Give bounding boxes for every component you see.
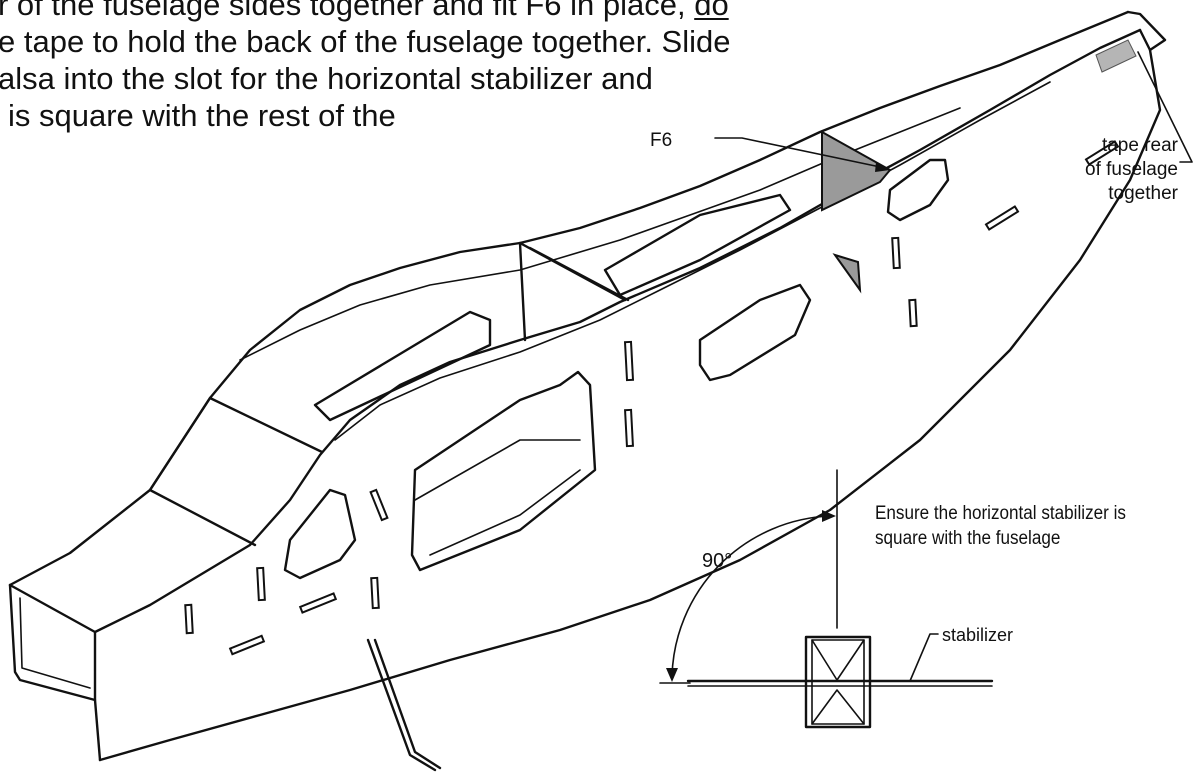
fuselage-section-side [811,639,865,725]
right-top-inner-edge-2 [334,81,1051,441]
tail-tape [1095,39,1137,73]
inset-note-line-1: Ensure the horizontal stabilizer is [875,503,1126,524]
tape-leader-line [1137,51,1193,163]
slot-2 [256,566,266,602]
angle-label: 90° [702,550,733,572]
nose-side [93,698,102,762]
window-mid-1 [698,283,812,382]
underlined-do: do [694,0,729,22]
instruction-line-4: is square with the rest of the [8,98,396,133]
fuselage-body [8,10,1193,772]
angle-arrow-top [822,510,836,522]
window-top-2 [603,193,792,297]
fuselage-openings [283,158,950,580]
former-f6 [821,130,892,212]
f6-leader-line [714,137,886,169]
cockpit-sheet [148,396,324,547]
slot-6 [891,236,901,270]
fuselage-bottom-edge [98,48,1162,762]
slot-1 [184,603,194,635]
instruction-line-3: alsa into the slot for the horizontal st… [0,61,653,96]
window-cabin-inner [414,439,581,556]
slot-8 [228,634,266,656]
fuselage-left-top-edge [8,10,1130,587]
nose-block [8,583,97,702]
former-f6-lower [832,253,862,294]
stabilizer-label: stabilizer [942,625,1014,645]
label-f6: F6 [650,130,673,151]
f6-arrowhead [875,162,890,172]
fuselage-slots [184,140,1120,656]
fuselage-section-inner [811,639,865,725]
slot-10 [908,298,918,328]
fuselage-right-top-edge [93,28,1142,634]
inset-note: Ensure the horizontal stabilizer is squa… [875,501,1126,551]
fuselage-section [804,635,872,729]
window-top-1 [313,310,492,422]
label-tape-line-1: tape rear [1101,135,1178,156]
inset-note-line-2: square with the fuselage [875,528,1061,549]
slot-11 [984,205,1020,231]
angle-arc [671,515,831,677]
label-tape-line-2: of fuselage [1085,159,1178,180]
instruction-line-1: r of the fuselage sides together and fit… [0,0,729,23]
right-top-inner-edge [239,107,961,361]
cabin-former [518,241,630,342]
stabilizer-leader [909,633,939,682]
slot-9 [298,592,338,614]
label-tape-rear: tape rear of fuselage together [1048,134,1178,206]
slot-7 [369,488,389,522]
nose-inner-edge [19,597,91,689]
instruction-line-2: e tape to hold the back of the fuselage … [0,24,731,59]
slot-5 [624,408,634,448]
landing-gear-wire [366,638,442,772]
window-front [283,488,357,580]
slot-4 [623,340,635,382]
angle-arrow-bottom [666,668,678,682]
window-cabin-large [410,370,597,572]
stabilizer-inset [659,469,994,729]
label-tape-line-3: together [1108,183,1178,204]
slot-3 [370,576,380,610]
window-mid-2 [886,158,950,222]
tail-block [1126,10,1167,52]
slot-12 [1084,140,1120,166]
